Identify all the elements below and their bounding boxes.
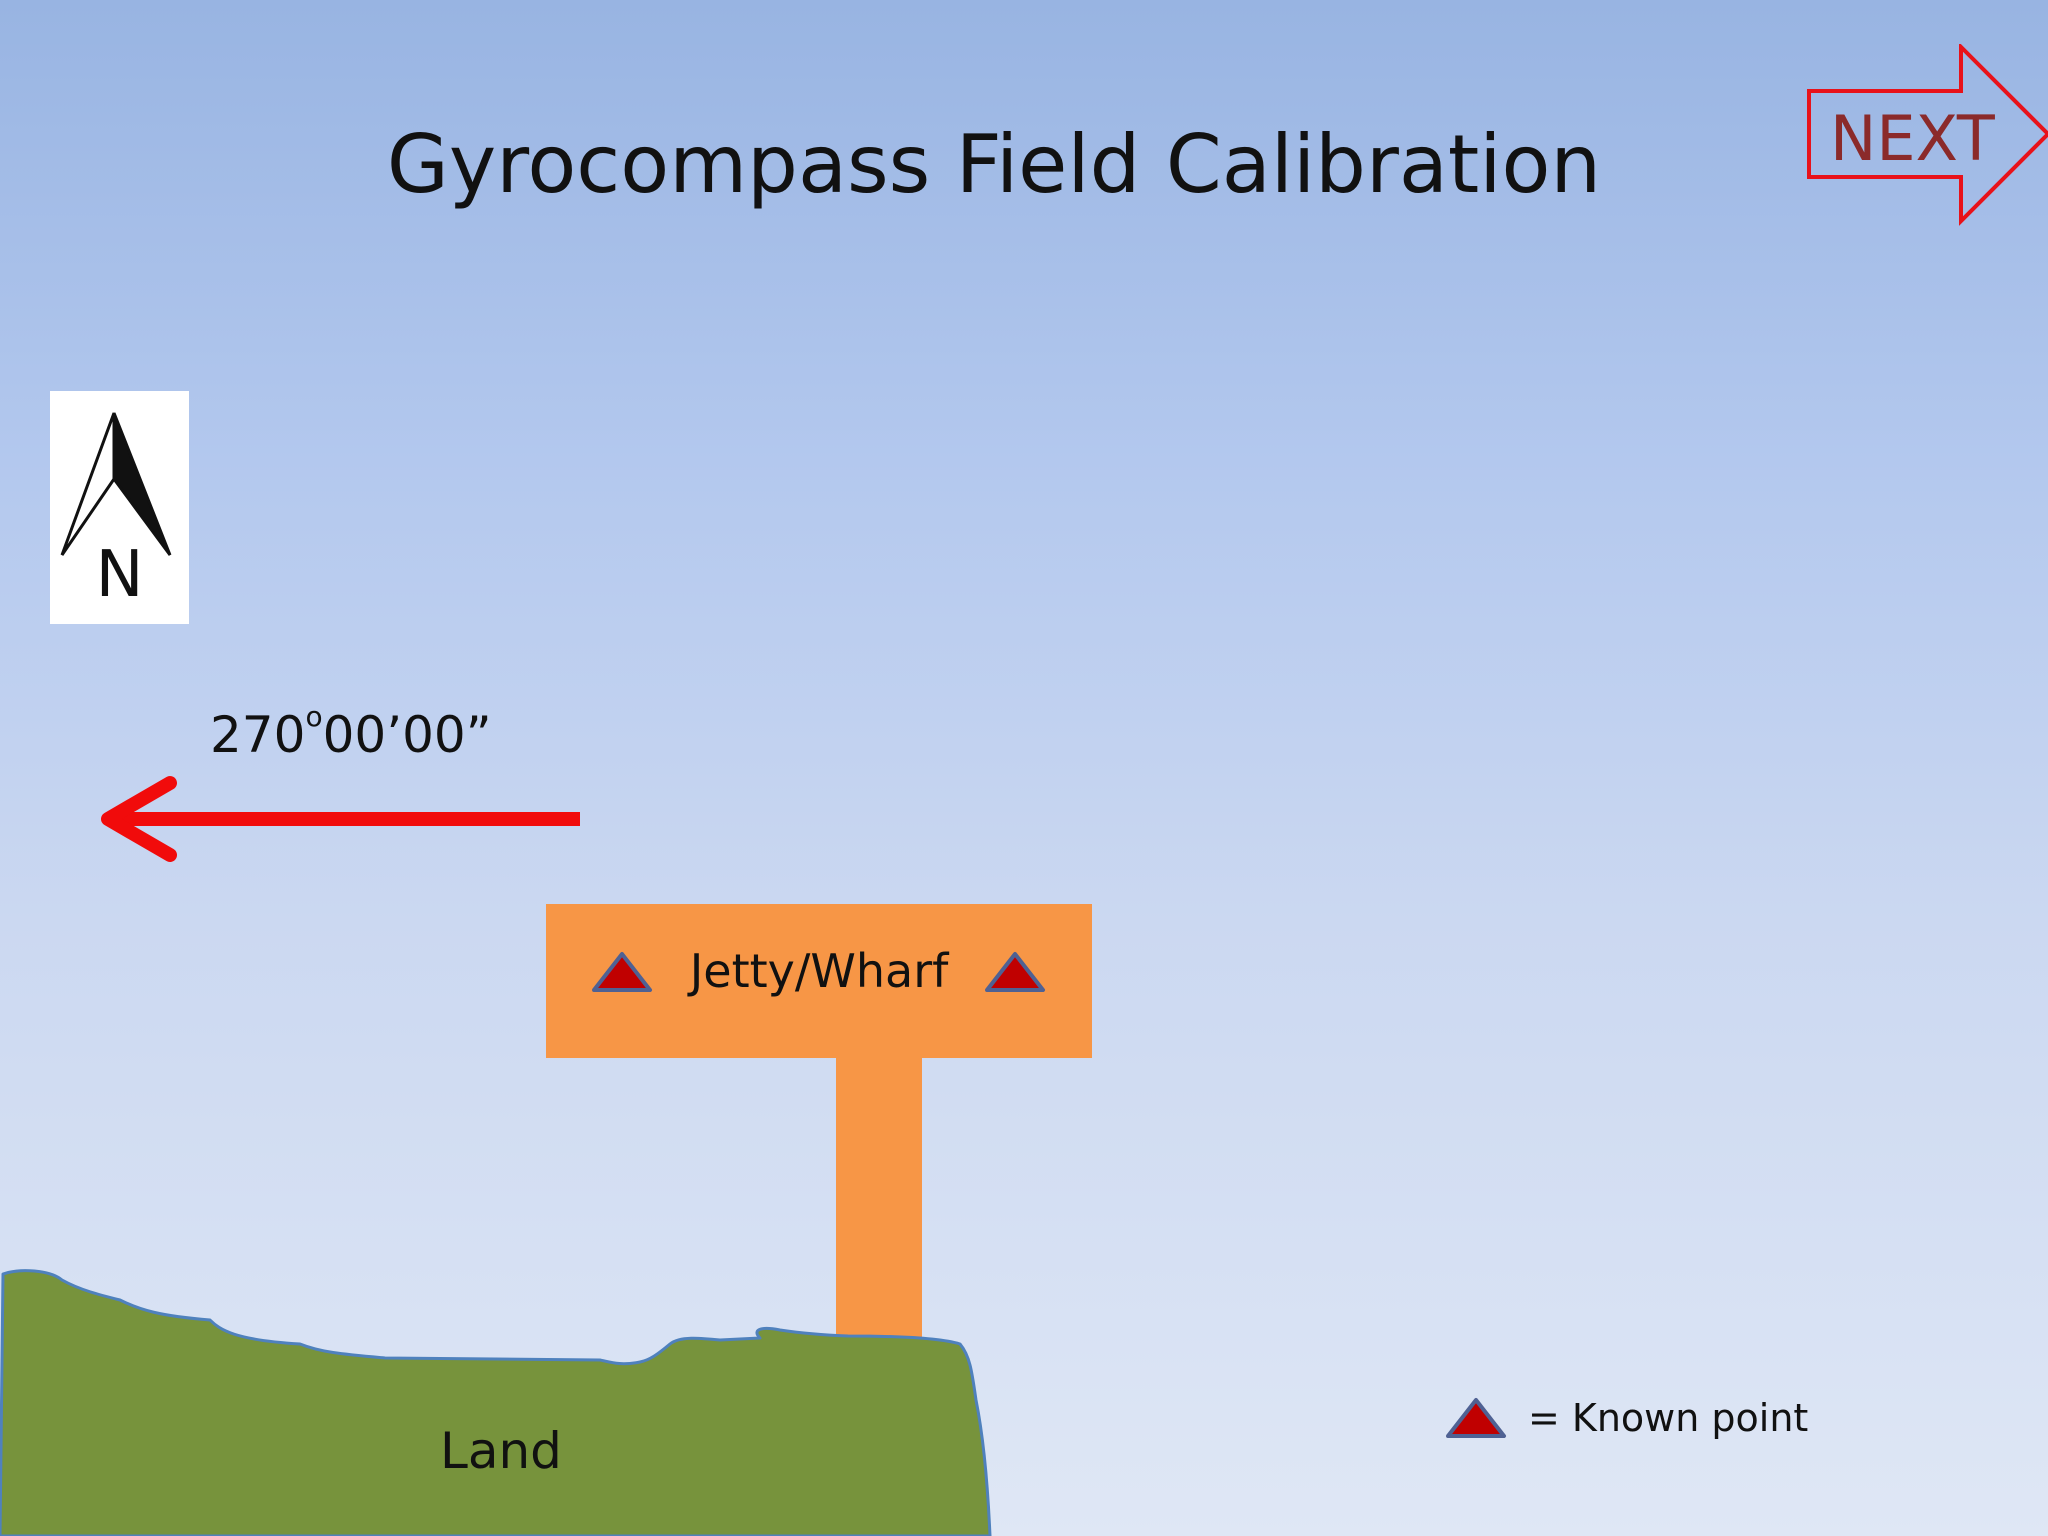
next-button[interactable]: NEXT xyxy=(1806,44,2048,230)
slide-title: Gyrocompass Field Calibration xyxy=(386,118,1602,211)
jetty-stem xyxy=(836,1050,922,1350)
next-label: NEXT xyxy=(1830,102,1995,175)
bearing-degrees: 270 xyxy=(210,706,306,764)
land-mass xyxy=(0,1269,992,1536)
bearing-minutes-seconds: 00’00” xyxy=(322,706,492,764)
degree-symbol: o xyxy=(305,700,323,733)
north-indicator: N xyxy=(50,391,189,624)
known-point-right-icon xyxy=(985,952,1045,992)
known-point-left-icon xyxy=(592,952,652,992)
bearing-arrow-icon xyxy=(101,776,580,862)
north-arrow-icon xyxy=(60,412,172,556)
known-point-legend-icon xyxy=(1446,1398,1506,1438)
jetty-label: Jetty/Wharf xyxy=(689,944,949,998)
north-letter: N xyxy=(95,538,144,612)
bearing-label: 270o00’00” xyxy=(210,700,492,764)
next-arrow-icon xyxy=(1807,44,2048,226)
legend-text: = Known point xyxy=(1528,1396,1809,1440)
land-label: Land xyxy=(440,1422,562,1480)
